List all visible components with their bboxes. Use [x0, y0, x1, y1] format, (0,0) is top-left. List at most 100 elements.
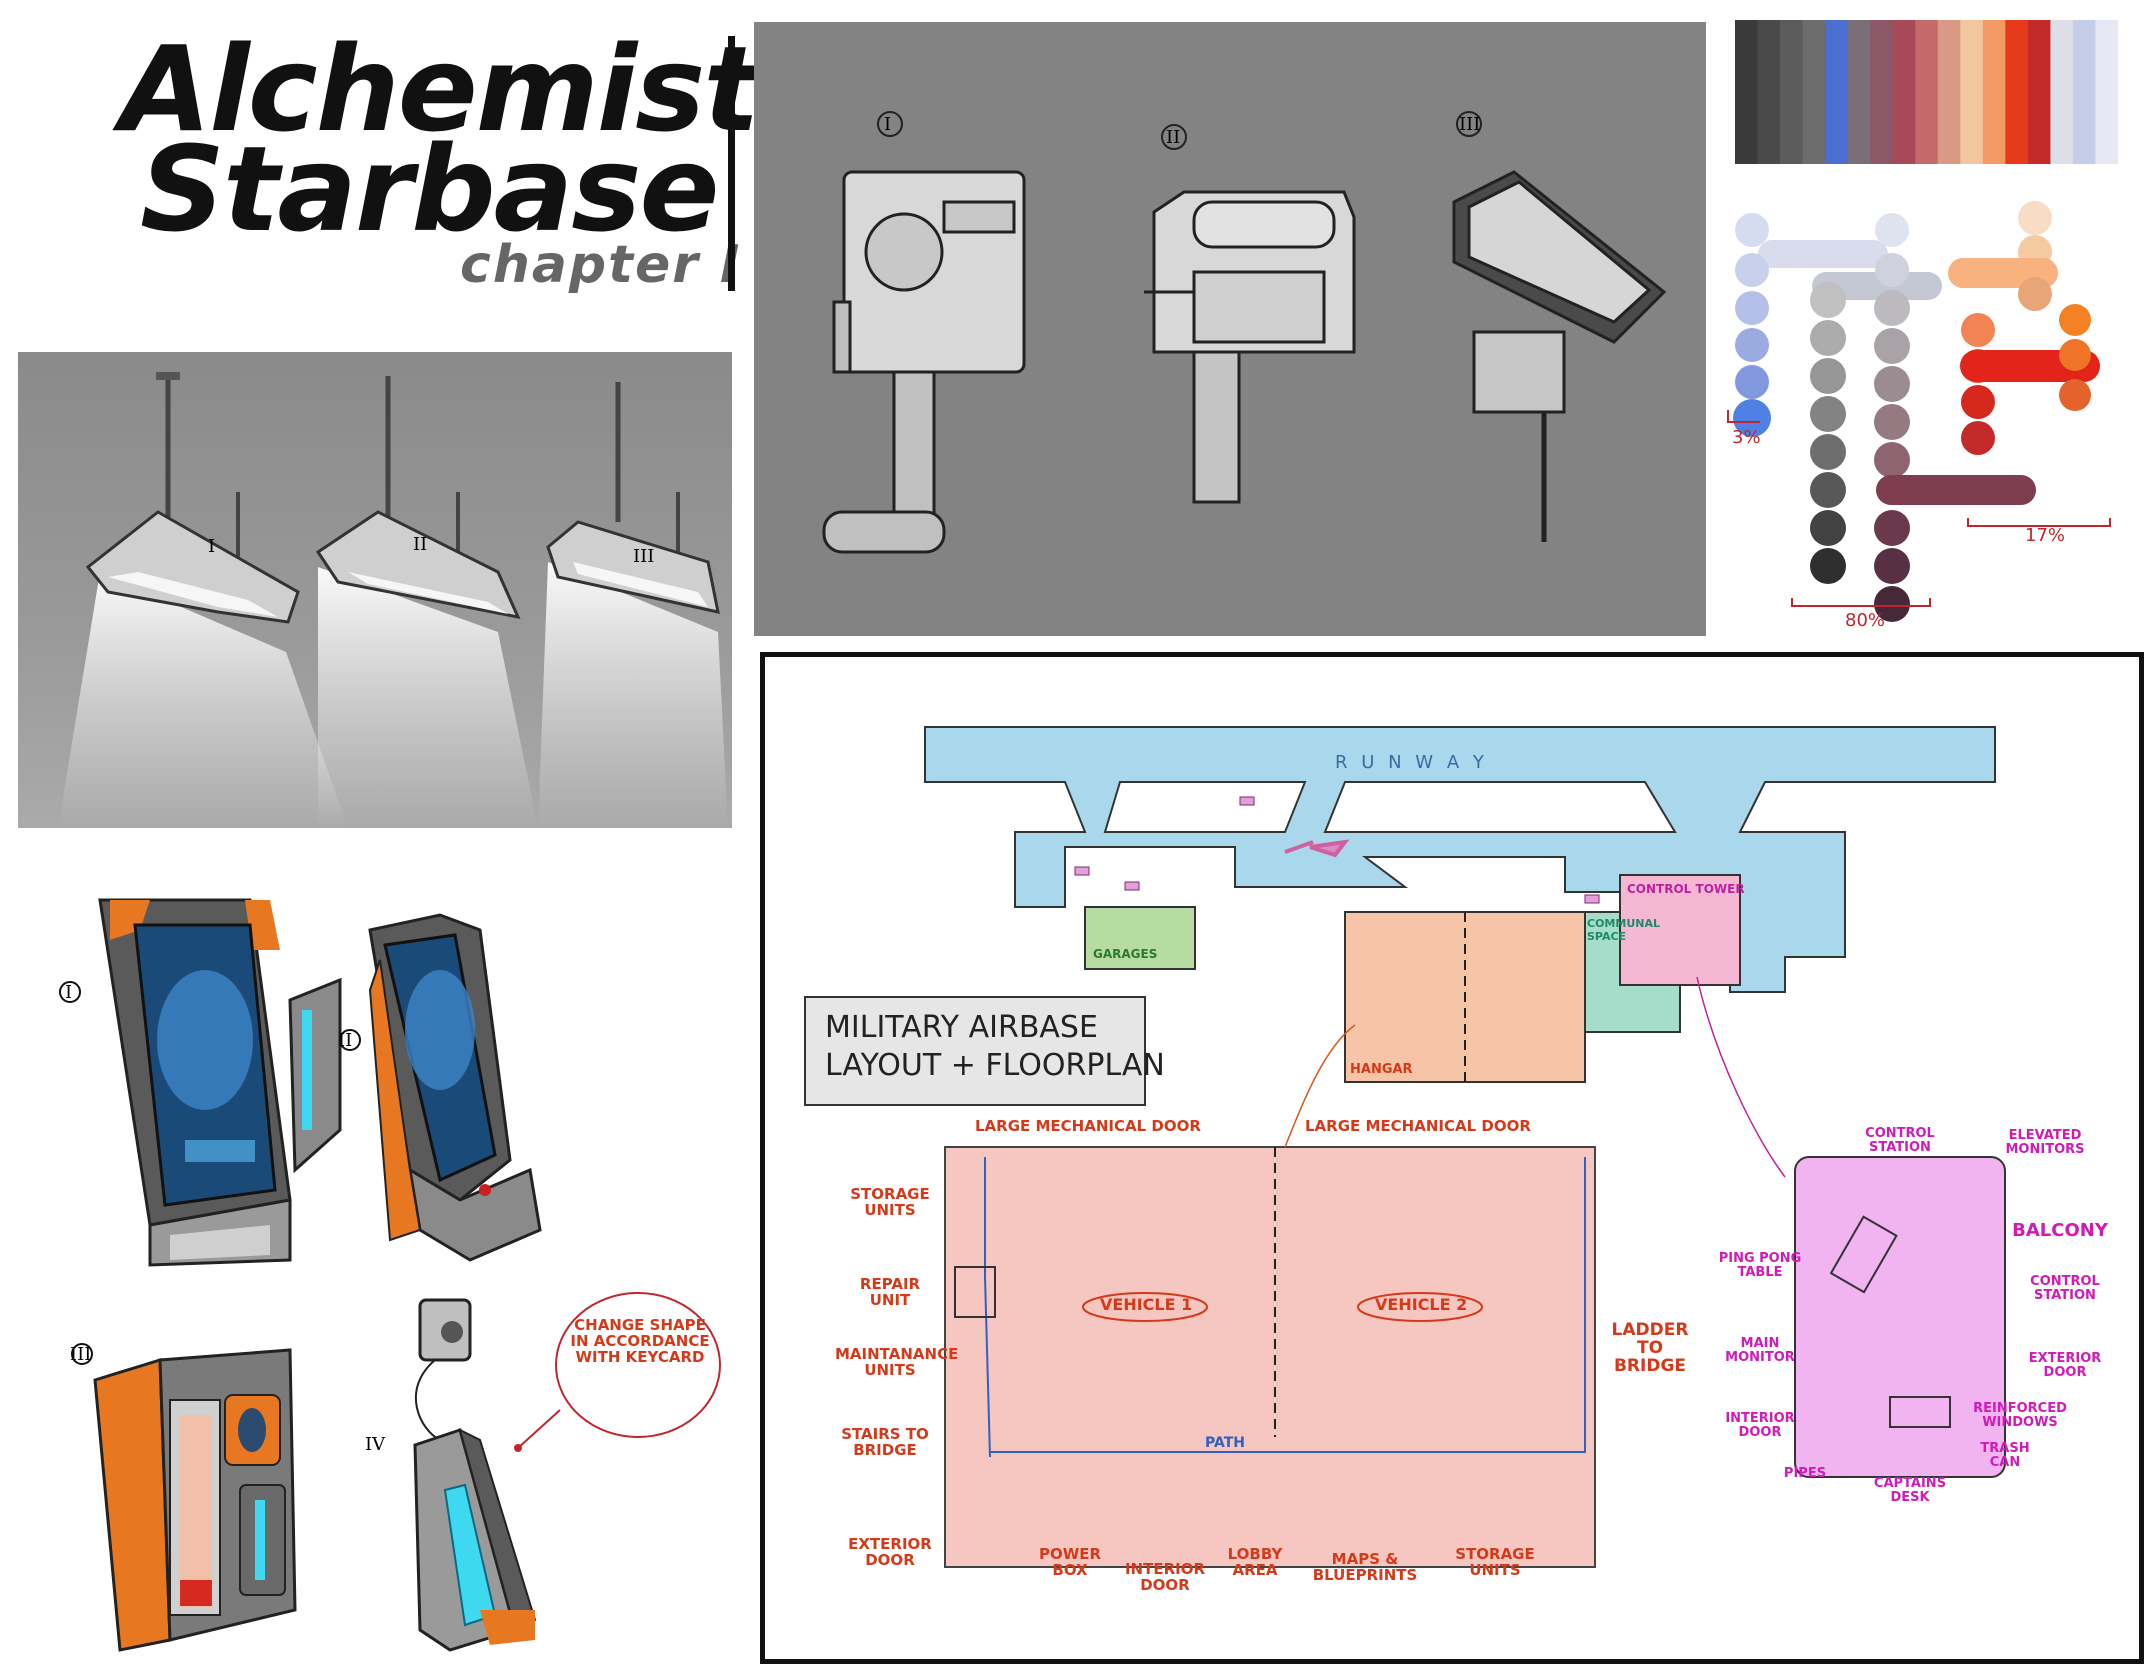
color-swatch: [2005, 20, 2029, 164]
main-monitor-label: MAIN MONITOR: [1725, 1336, 1795, 1365]
scanner-4: IV: [365, 1298, 537, 1652]
color-swatch: [1825, 20, 1849, 164]
wall-device-1: [822, 111, 1026, 554]
color-swatch: [1735, 20, 1759, 164]
garages-block: [1084, 906, 1196, 970]
palette-dots: [1727, 201, 2111, 622]
control-tower-block: [1619, 874, 1741, 986]
color-swatch: [1847, 20, 1871, 164]
light-3-label: III: [633, 546, 654, 567]
color-swatch: [2027, 20, 2051, 164]
reinforced-windows-label: REINFORCED WINDOWS: [1973, 1401, 2067, 1430]
hangar-label: HANGAR: [1350, 1062, 1413, 1077]
device-1-label: I: [884, 114, 891, 135]
control-tower-floorplan: [1794, 1156, 2006, 1478]
color-swatch: [2050, 20, 2074, 164]
wall-device-2: [1144, 124, 1356, 504]
interior-door-tower-label: INTERIOR DOOR: [1725, 1411, 1795, 1440]
lobby-area-label: LOBBY AREA: [1227, 1545, 1283, 1579]
repair-unit-label: REPAIR UNIT: [859, 1275, 921, 1309]
runway-label: R U N W A Y: [1335, 752, 1488, 773]
storage-units-bottom-label: STORAGE UNITS: [1455, 1545, 1535, 1579]
color-strip-swatches: [1735, 20, 2119, 164]
scanner-3: III: [70, 1343, 297, 1652]
elevated-monitors-label: ELEVATED MONITORS: [2005, 1128, 2085, 1157]
color-palette-diagram: 3% 80% 17%: [1720, 190, 2150, 640]
floorplan-title: MILITARY AIRBASE LAYOUT + FLOORPLAN: [825, 1009, 1165, 1084]
vehicle-2-label: VEHICLE 2: [1375, 1295, 1468, 1314]
control-tower-label: CONTROL TOWER: [1627, 882, 1745, 896]
color-swatch: [2072, 20, 2096, 164]
blue-swatch-column: [1733, 213, 1888, 437]
maps-blueprints-label: MAPS & BLUEPRINTS: [1312, 1550, 1418, 1584]
wall-device-3: [1452, 111, 1667, 542]
color-swatch: [1780, 20, 1804, 164]
color-swatch: [1982, 20, 2006, 164]
door-right-label: LARGE MECHANICAL DOOR: [1305, 1117, 1531, 1135]
door-left-label: LARGE MECHANICAL DOOR: [975, 1117, 1201, 1135]
exterior-door-tower-label: EXTERIOR DOOR: [2028, 1351, 2102, 1380]
garages-label: GARAGES: [1093, 947, 1158, 961]
floorplan-title-box: [804, 996, 1146, 1106]
interior-door-label: INTERIOR DOOR: [1124, 1560, 1206, 1594]
airplane-icon: [1284, 839, 1350, 858]
ceiling-lights-illustration: I II III: [58, 372, 728, 828]
device-3-label: III: [1459, 114, 1480, 135]
title-divider: [728, 36, 735, 291]
gray-swatch-column: [1810, 272, 1942, 584]
floorplan-title-line-1: MILITARY AIRBASE: [825, 1010, 1098, 1045]
color-swatch: [1915, 20, 1939, 164]
balcony-label: BALCONY: [2012, 1220, 2108, 1241]
color-swatch: [1892, 20, 1916, 164]
ceiling-lights-panel: I II III: [18, 352, 732, 828]
mauve-swatch-column: [1874, 213, 2036, 622]
gray-percent: 80%: [1845, 610, 1886, 631]
light-beam-2: [318, 567, 538, 828]
color-swatch: [1757, 20, 1781, 164]
storage-units-label: STORAGE UNITS: [850, 1185, 930, 1219]
power-box-label: POWER BOX: [1038, 1545, 1102, 1579]
hangar-floorplan: [944, 1146, 1596, 1568]
scanner-1-label: I: [65, 982, 72, 1003]
color-swatch: [1937, 20, 1961, 164]
scanner-3-label: III: [70, 1344, 91, 1365]
vehicle-1-label: VEHICLE 1: [1100, 1295, 1193, 1314]
color-swatch: [2095, 20, 2119, 164]
scanner-designs: I II III: [40, 870, 730, 1670]
scanner-4-label: IV: [365, 1434, 386, 1455]
captains-desk-label: CAPTAINS DESK: [1873, 1476, 1947, 1505]
control-station-right-label: CONTROL STATION: [2030, 1274, 2100, 1303]
maintanance-units-label: MAINTANANCE UNITS: [835, 1345, 959, 1379]
color-swatch: [1870, 20, 1894, 164]
communal-label: COMMUNAL SPACE: [1587, 917, 1660, 943]
chapter-subtitle: chapter I: [460, 235, 742, 295]
floorplan-title-line-2: LAYOUT + FLOORPLAN: [825, 1047, 1165, 1083]
wall-devices-panel: I II III: [754, 22, 1706, 636]
trash-can-label: TRASH CAN: [1980, 1441, 2030, 1470]
light-fixture-2: II: [315, 376, 521, 620]
scanner-2-label: II: [338, 1030, 352, 1051]
light-fixture-1: I: [85, 372, 300, 624]
path-label: PATH: [1205, 1435, 1245, 1451]
ladder-label: LADDER TO BRIDGE: [1611, 1320, 1689, 1376]
warm-swatch-column: [1948, 201, 2100, 455]
scanner-illustrations: I II III: [59, 898, 721, 1652]
exterior-door-label: EXTERIOR DOOR: [848, 1535, 932, 1569]
wall-devices-illustration: I II III: [822, 111, 1667, 554]
warm-percent: 17%: [2025, 525, 2066, 546]
blue-percent: 3%: [1732, 427, 1761, 448]
light-beam-3: [538, 562, 728, 828]
keycard-callout-bubble: [555, 1292, 721, 1438]
light-2-label: II: [413, 534, 427, 555]
light-1-label: I: [208, 536, 215, 557]
light-beam-1: [58, 572, 348, 828]
stairs-label: STAIRS TO BRIDGE: [841, 1425, 929, 1459]
color-swatch: [1960, 20, 1984, 164]
airbase-floorplan: MILITARY AIRBASE LAYOUT + FLOORPLAN R U …: [760, 652, 2144, 1664]
device-2-label: II: [1166, 127, 1180, 148]
keycard-callout-text: CHANGE SHAPE IN ACCORDANCE WITH KEYCARD: [570, 1316, 710, 1366]
scanner-1: I: [59, 898, 342, 1267]
title-line-1: Alchemist: [120, 20, 760, 158]
ping-pong-label: PING PONG TABLE: [1718, 1251, 1802, 1280]
floorplan-drawing: [804, 726, 2006, 1568]
